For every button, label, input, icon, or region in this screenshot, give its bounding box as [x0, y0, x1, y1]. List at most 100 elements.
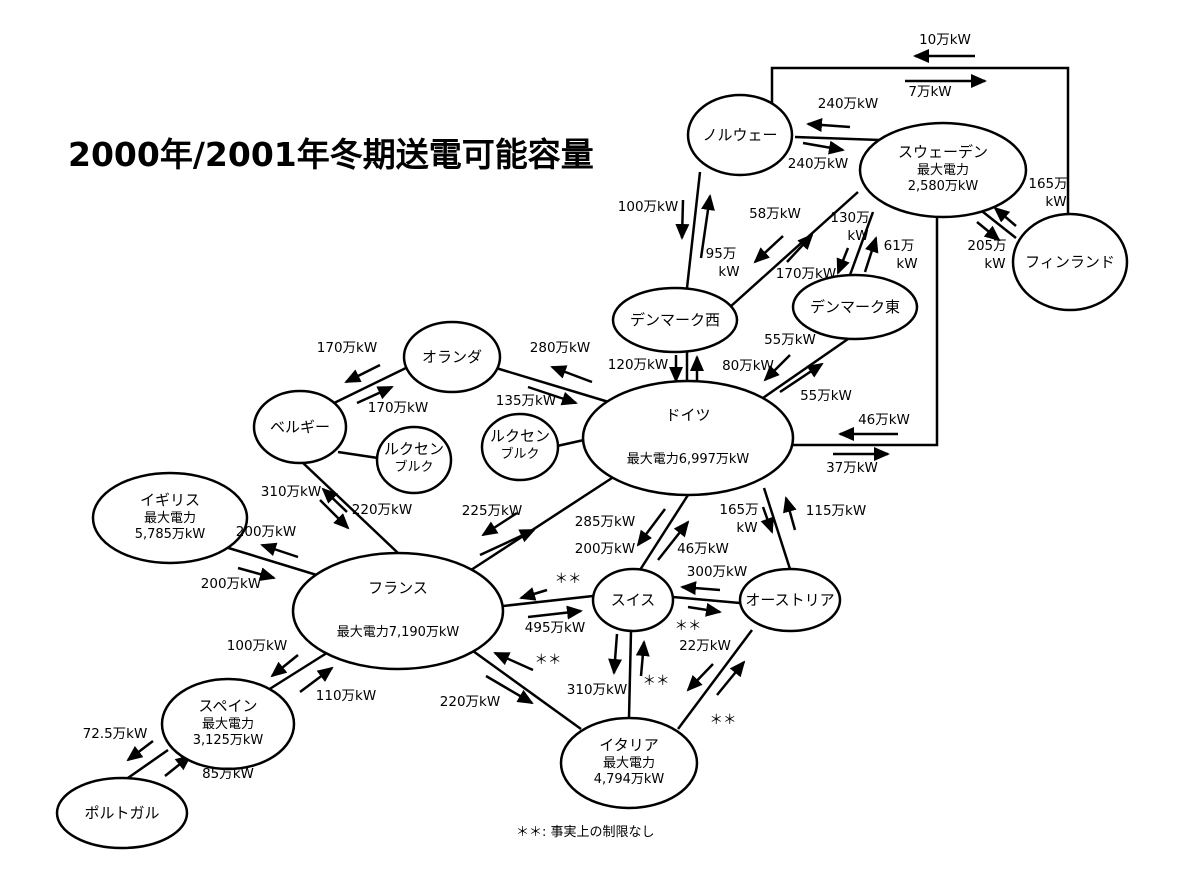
- node-ellipse: [375, 425, 453, 495]
- node-name: デンマーク東: [810, 298, 900, 316]
- flow-arrow: [550, 365, 593, 384]
- flow-label: kW: [1045, 194, 1066, 210]
- flow-arrow: [687, 602, 722, 617]
- node-name: フィンランド: [1025, 253, 1115, 271]
- node-detail: 2,580万kW: [908, 179, 979, 194]
- flow-label: ＊＊: [643, 673, 670, 689]
- flow-arrow: [299, 666, 334, 693]
- flow-label: 100万kW: [618, 199, 678, 215]
- flow-arrow: [608, 633, 623, 675]
- flow-arrow: [636, 508, 666, 547]
- flow-label: 240万kW: [818, 96, 878, 112]
- node-ellipse: [686, 93, 794, 177]
- flow-label: 165万: [719, 502, 758, 518]
- node-ellipse: [1011, 212, 1129, 312]
- flow-label: 61万: [884, 238, 915, 254]
- connection-line: [676, 629, 754, 730]
- flow-label: 80万kW: [722, 358, 774, 374]
- flow-label: 220万kW: [352, 502, 412, 518]
- flow-label: 205万: [967, 238, 1006, 254]
- flow-label: 310万kW: [567, 682, 627, 698]
- flow-arrow: [321, 487, 348, 513]
- node-ellipse: [55, 776, 189, 850]
- node-detail: 最大電力: [917, 163, 969, 178]
- flow-arrow: [806, 118, 851, 132]
- flow-label: 170万kW: [776, 266, 836, 282]
- flow-arrow: [126, 740, 154, 762]
- node-name: フランス: [368, 579, 428, 597]
- flow-label: kW: [896, 256, 917, 272]
- flow-arrow: [786, 233, 814, 263]
- node-denmark-east: デンマーク東: [791, 273, 919, 341]
- flow-label: ＊＊: [555, 571, 582, 587]
- node-ellipse: [738, 567, 842, 633]
- flow-label: 220万kW: [440, 694, 500, 710]
- connection-line: [556, 438, 585, 448]
- node-detail: 最大電力: [603, 756, 655, 771]
- flow-label: 200万kW: [236, 524, 296, 540]
- connection-line: [470, 476, 613, 572]
- flow-label: kW: [984, 256, 1005, 272]
- flow-label: 7万kW: [908, 84, 951, 100]
- flow-label: 37万kW: [826, 460, 878, 476]
- flow-label: 170万kW: [368, 400, 428, 416]
- flow-label: 240万kW: [788, 156, 848, 172]
- connection-line: [638, 494, 690, 571]
- node-belgium: ベルギー: [252, 389, 348, 465]
- flow-arrow: [237, 566, 276, 581]
- connection-line: [770, 66, 1070, 214]
- connection-line: [759, 337, 849, 402]
- connection-line: [221, 544, 321, 578]
- flow-arrow: [344, 363, 381, 384]
- node-name: ルクセン: [490, 427, 550, 445]
- flow-arrow: [479, 528, 536, 557]
- flow-label: 495万kW: [525, 620, 585, 636]
- node-name: ルクセン: [384, 440, 444, 458]
- diagram-title: 2000年/2001年冬期送電可能容量: [68, 135, 594, 174]
- node-ellipse: [160, 677, 296, 771]
- flow-arrow: [493, 651, 534, 672]
- node-ellipse: [858, 121, 1028, 219]
- connection-line: [495, 366, 613, 405]
- node-name: ベルギー: [270, 418, 330, 436]
- node-ellipse: [591, 567, 675, 633]
- node-name: イタリア: [599, 736, 658, 754]
- node-norway: ノルウェー: [686, 93, 794, 177]
- connection-line: [301, 461, 399, 554]
- flow-label: kW: [736, 520, 757, 536]
- flow-arrows: [126, 49, 1017, 777]
- node-name: スウェーデン: [898, 143, 988, 161]
- connection-line: [848, 211, 875, 276]
- node-name: スイス: [611, 591, 656, 609]
- node-austria: オーストリア: [738, 567, 842, 633]
- node-ellipse: [291, 551, 505, 671]
- node-detail: ブルク: [394, 459, 433, 475]
- flow-arrow: [699, 194, 715, 259]
- node-ellipse: [791, 273, 919, 341]
- connection-line: [329, 364, 411, 407]
- node-ellipse: [402, 320, 502, 394]
- flow-arrow: [783, 496, 797, 531]
- flow-arrow: [716, 660, 746, 696]
- flow-label: 110万kW: [316, 688, 376, 704]
- connection-line: [794, 135, 881, 142]
- connection-lines: [124, 66, 1070, 782]
- flow-arrow: [675, 199, 690, 240]
- flow-label: 46万kW: [858, 412, 910, 428]
- flow-arrow: [485, 674, 534, 705]
- flow-label: 280万kW: [530, 340, 590, 356]
- node-ellipse: [611, 286, 739, 354]
- flow-label: 170万kW: [317, 340, 377, 356]
- node-netherlands: オランダ: [402, 320, 502, 394]
- node-name: スペイン: [199, 697, 258, 715]
- connection-line: [502, 594, 594, 608]
- flow-arrow: [527, 385, 578, 406]
- flow-label: 46万kW: [677, 541, 729, 557]
- node-ellipse: [252, 389, 348, 465]
